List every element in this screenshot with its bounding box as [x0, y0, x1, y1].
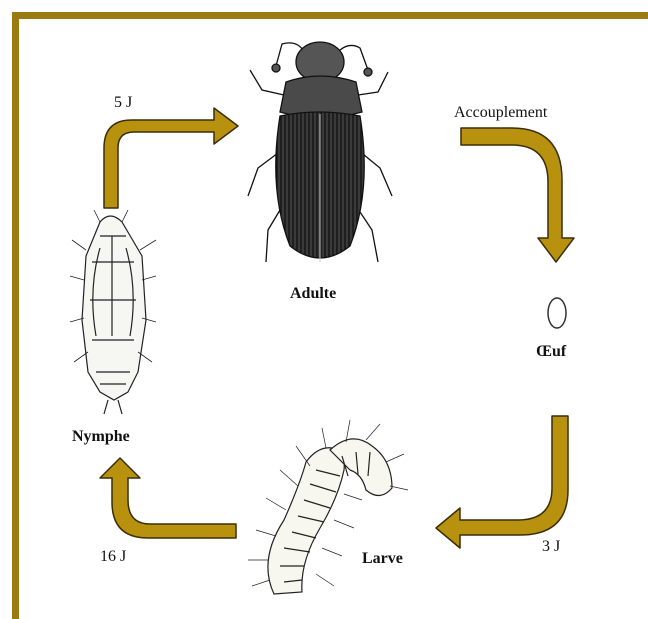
stage-label-pupa: Nymphe	[72, 428, 130, 446]
adult-beetle-illustration	[248, 42, 392, 262]
arrow-pupa-to-adult	[104, 108, 238, 208]
arrow-adult-to-egg	[461, 128, 574, 262]
stage-label-larva: Larve	[362, 550, 403, 568]
stage-label-egg: Œuf	[536, 343, 566, 361]
duration-label-larva-to-pupa: 16 J	[100, 548, 126, 566]
duration-label-egg-to-larva: 3 J	[542, 538, 560, 556]
pupa-illustration	[70, 210, 156, 414]
arrow-larva-to-pupa	[100, 458, 236, 538]
stage-label-adult: Adulte	[290, 285, 336, 303]
duration-label-pupa-to-adult: 5 J	[114, 94, 132, 112]
mating-label: Accouplement	[454, 104, 547, 122]
egg-illustration	[548, 298, 566, 328]
arrow-egg-to-larva	[436, 416, 568, 548]
